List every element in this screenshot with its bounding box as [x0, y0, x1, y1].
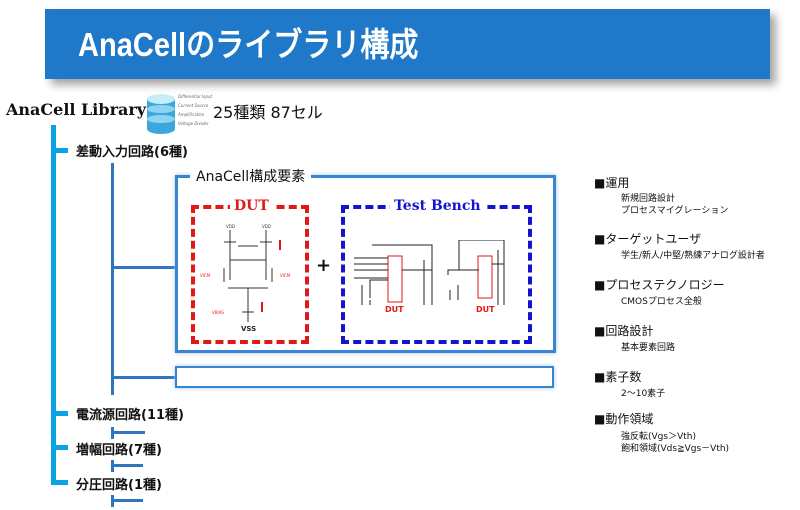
elements-title: AnaCell構成要素: [190, 166, 312, 186]
feature-line: 2〜10素子: [621, 389, 666, 399]
feature-heading: ■素子数: [594, 370, 642, 384]
test-bench-schematic: [354, 240, 505, 305]
vdd-label: VDD: [226, 224, 235, 229]
vicm-label: VICM: [280, 273, 291, 278]
category-label[interactable]: 電流源回路(11種): [76, 408, 184, 423]
database-icon: [147, 94, 175, 134]
feature-line: 新規回路設計: [621, 194, 676, 204]
library-name: AnaCell Library: [6, 100, 147, 119]
tree-branch: [51, 148, 68, 153]
vbias-label: VBIAS: [212, 310, 224, 315]
vss-label: VSS: [241, 325, 256, 333]
tree-branch: [51, 411, 68, 416]
title-banner: [45, 9, 770, 79]
db-text: Amplification: [178, 112, 205, 117]
collapsed-box[interactable]: [175, 366, 554, 388]
db-text: Voltage Divider: [178, 121, 209, 126]
stub: [111, 464, 143, 467]
dut-label: DUT: [230, 198, 273, 214]
stub: [111, 499, 143, 502]
feature-heading: ■動作領域: [594, 412, 654, 426]
banner-notch: [8, 8, 38, 80]
feature-line: 基本要素回路: [621, 343, 676, 353]
plus-sign: +: [316, 255, 332, 276]
tree-branch: [51, 480, 68, 485]
feature-line: CMOSプロセス全般: [621, 297, 702, 307]
category-label[interactable]: 増幅回路(7種): [76, 443, 162, 458]
tree-trunk: [51, 125, 56, 485]
feature-heading: ■回路設計: [594, 324, 654, 338]
tree-branch: [51, 445, 68, 450]
elements-box: [175, 175, 556, 353]
db-text: Current Source: [178, 103, 209, 108]
sub-branch: [111, 266, 177, 269]
feature-heading: ■プロセステクノロジー: [594, 278, 725, 292]
feature-heading: ■ターゲットユーザ: [594, 232, 702, 246]
feature-line: 強反転(Vgs＞Vth): [621, 432, 696, 442]
tb-dut-label: DUT: [385, 305, 404, 314]
db-text: Differential Input: [178, 94, 213, 99]
category-label[interactable]: 差動入力回路(6種): [76, 145, 188, 160]
feature-line: 飽和領域(Vds≧Vgs－Vth): [621, 444, 730, 454]
feature-line: プロセスマイグレーション: [621, 206, 729, 216]
vicm-label: VICM: [200, 273, 211, 278]
vdd-label: VDD: [262, 224, 271, 229]
sub-branch: [111, 376, 177, 379]
category-label[interactable]: 分圧回路(1種): [76, 478, 162, 493]
feature-heading: ■運用: [594, 176, 630, 190]
stub: [111, 431, 145, 434]
library-count: 25種類 87セル: [213, 103, 323, 122]
tb-dut-label: DUT: [476, 305, 495, 314]
feature-line: 学生/新人/中堅/熟練アナログ設計者: [621, 251, 765, 261]
test-bench-label: Test Bench: [390, 198, 485, 214]
dut-schematic: VDD VDD VICM VICM VBIAS VSS: [200, 224, 291, 333]
sub-trunk: [111, 163, 114, 395]
page-title: AnaCellのライブラリ構成: [78, 26, 419, 63]
